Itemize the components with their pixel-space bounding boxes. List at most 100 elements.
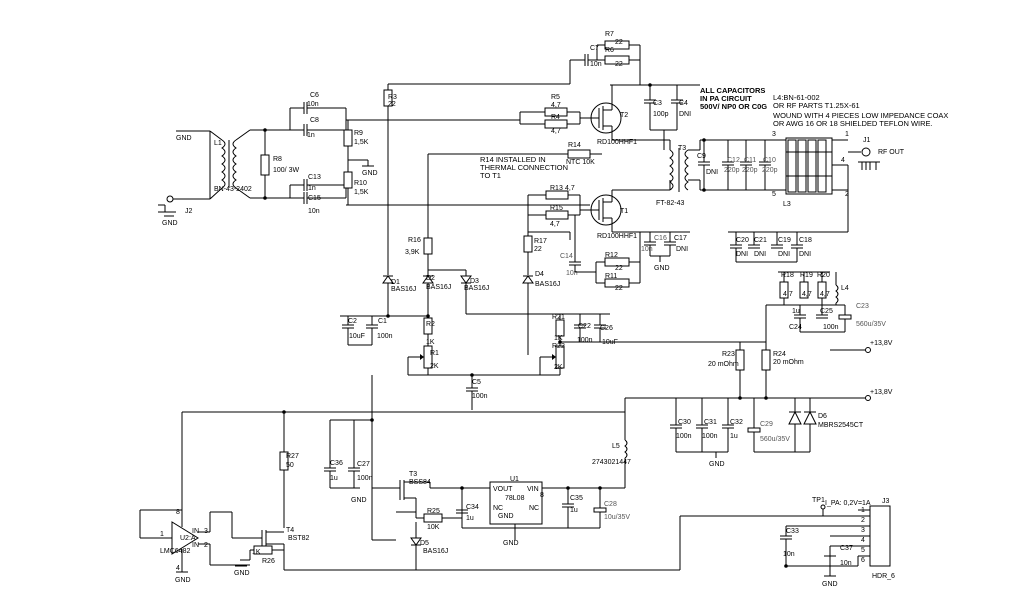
c29-label: C29 xyxy=(760,421,773,428)
d6-diode-a xyxy=(788,410,802,425)
l1-primary xyxy=(221,139,226,189)
r25-value: 10K xyxy=(427,524,440,531)
d5-diode xyxy=(410,537,422,546)
t2-mosfet xyxy=(590,102,622,134)
d5-label: D5 xyxy=(420,540,429,547)
r3-label: R3 xyxy=(388,94,397,101)
gnd-label-c27: GND xyxy=(351,497,367,504)
t1-part: RD100HHF1 xyxy=(597,233,637,240)
c33-label: C33 xyxy=(786,528,799,535)
t4-part: BST82 xyxy=(288,535,310,542)
t3-mosfet-part: BSS84 xyxy=(409,479,431,486)
l3-pin2: 2 xyxy=(845,191,849,198)
j2-label: J2 xyxy=(185,208,193,215)
c15-label: C15 xyxy=(308,195,321,202)
r8-label: R8 xyxy=(273,156,282,163)
r1-value: 2K xyxy=(430,363,439,370)
c5-label: C5 xyxy=(472,379,481,386)
r20-label: R20 xyxy=(817,272,830,279)
u2a-label: U2:A xyxy=(180,535,196,542)
r8-value: 100/ 3W xyxy=(273,167,299,174)
t1-label: T1 xyxy=(620,208,628,215)
r9-value: 1,5K xyxy=(354,139,369,146)
r19-value: 4,7 xyxy=(802,291,812,298)
c20-label: C20 xyxy=(736,237,749,244)
c36-value: 1u xyxy=(330,475,338,482)
r14-label: R14 xyxy=(568,142,581,149)
u2a-part: LMC6482 xyxy=(160,548,190,555)
gnd-label-c30: GND xyxy=(709,461,725,468)
r19-resistor xyxy=(799,281,809,299)
d6-diode-b xyxy=(803,410,817,425)
r17-resistor xyxy=(523,235,533,253)
rf-out-label: RF OUT xyxy=(878,149,905,156)
c15-value: 10n xyxy=(308,208,320,215)
t3-part: FT-82-43 xyxy=(656,200,685,207)
u1-part: 78L08 xyxy=(505,495,525,502)
c11-label: C11 xyxy=(744,157,756,164)
c33-value: 10n xyxy=(783,551,795,558)
r14-ntc xyxy=(567,149,591,159)
t2-part: RD100HHF1 xyxy=(597,139,637,146)
c4-value: DNI xyxy=(679,111,691,118)
c10-label: C10 xyxy=(763,157,776,164)
note-caps-line3: 500V/ NP0 OR C0G xyxy=(700,102,767,111)
c6-value: 10n xyxy=(307,101,319,108)
l4-label: L4 xyxy=(841,285,849,292)
r25-label: R25 xyxy=(427,508,440,515)
d3-part: BAS16J xyxy=(464,285,489,292)
c36-label: C36 xyxy=(330,460,343,467)
r25-resistor xyxy=(423,513,443,523)
r1-label: R1 xyxy=(430,350,439,357)
t3-mosfet-label: T3 xyxy=(409,471,417,478)
u1-pin8: 8 xyxy=(540,492,544,499)
r19-label: R19 xyxy=(800,272,813,279)
u1-vout: VOUT xyxy=(493,486,513,493)
c6-label: C6 xyxy=(310,92,319,99)
d3-label: D3 xyxy=(470,278,479,285)
u2a-pin4: 4 xyxy=(176,565,180,572)
l4-choke xyxy=(835,284,839,304)
l3-pin1: 1 xyxy=(845,131,849,138)
v13-label-1: +13,8V xyxy=(870,340,893,347)
v13-label-2: +13,8V xyxy=(870,389,893,396)
c30-label: C30 xyxy=(678,419,691,426)
c22-value: 100n xyxy=(577,337,593,344)
d6-label: D6 xyxy=(818,413,827,420)
c11-value: 220p xyxy=(742,167,758,174)
c28-value: 10u/35V xyxy=(604,514,630,521)
c28-electrolytic xyxy=(593,507,607,513)
u2a-in-minus: IN xyxy=(192,542,199,549)
u1-nc-left: NC xyxy=(493,505,503,512)
c4-label: C4 xyxy=(679,100,688,107)
r9-resistor xyxy=(343,129,353,147)
note-caps-line2: IN PA CIRCUIT xyxy=(700,94,752,103)
j3-label: J3 xyxy=(882,498,890,505)
c29-electrolytic xyxy=(747,427,761,433)
c19-value: DNI xyxy=(778,251,790,258)
r17-value: 22 xyxy=(534,246,542,253)
c32-value: 1u xyxy=(730,433,738,440)
c8-label: C8 xyxy=(310,117,319,124)
gnd-label-u1: GND xyxy=(503,540,519,547)
r21-resistor xyxy=(555,319,565,337)
c14-label: C14 xyxy=(560,253,573,260)
r12-value: 22 xyxy=(615,265,623,272)
c37-label: C37 xyxy=(840,545,853,552)
c27-label: C27 xyxy=(357,461,370,468)
d4-diode xyxy=(522,275,534,284)
c3-value: 100p xyxy=(653,111,669,118)
c30-value: 100n xyxy=(676,433,692,440)
l1-secondary xyxy=(232,139,237,189)
c12-value: 220p xyxy=(724,167,740,174)
gnd-label-r9: GND xyxy=(362,170,378,177)
j3-pin2: 2 xyxy=(861,517,865,524)
c27-value: 100n xyxy=(357,475,373,482)
r7-value: 22 xyxy=(615,39,623,46)
c21-label: C21 xyxy=(754,237,767,244)
r10-value: 1,5K xyxy=(354,189,369,196)
j3-header xyxy=(869,505,891,567)
c9-label: C9 xyxy=(697,153,706,160)
u2a-pin8: 8 xyxy=(176,509,180,516)
r12-label: R12 xyxy=(605,252,618,259)
